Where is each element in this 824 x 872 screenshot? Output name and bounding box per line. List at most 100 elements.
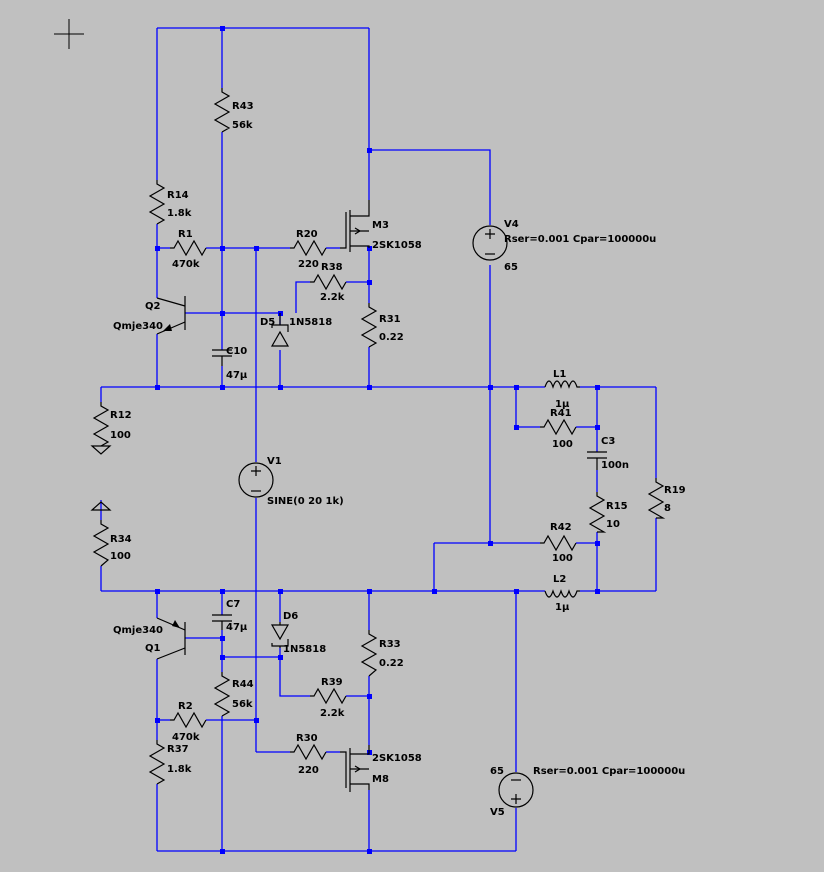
value-r38: 2.2k [320, 292, 345, 303]
resistor-r14[interactable] [148, 180, 166, 225]
transistor-q2[interactable] [156, 296, 186, 335]
source-v5[interactable] [498, 772, 534, 808]
label-l2: L2 [553, 574, 566, 585]
value-l2: 1μ [555, 602, 570, 613]
label-r1: R1 [178, 229, 193, 240]
label-r31: R31 [379, 314, 401, 325]
label-m3: M3 [372, 220, 389, 231]
value-v4: Rser=0.001 Cpar=100000u [504, 234, 656, 245]
diode-d6[interactable] [270, 622, 290, 648]
value-r31: 0.22 [379, 332, 404, 343]
value-r37: 1.8k [167, 764, 192, 775]
value-r44: 56k [232, 699, 253, 710]
resistor-r43[interactable] [213, 88, 231, 133]
inductor-l1[interactable] [544, 380, 580, 389]
value-r41: 100 [552, 439, 573, 450]
label-l1: L1 [553, 369, 566, 380]
label-r41: R41 [550, 408, 572, 419]
value-r43: 56k [232, 120, 253, 131]
resistor-r39[interactable] [310, 687, 347, 705]
resistor-r34[interactable] [90, 501, 112, 567]
label-r20: R20 [296, 229, 318, 240]
mosfet-m3[interactable] [340, 200, 370, 252]
value-r14: 1.8k [167, 208, 192, 219]
label-r12: R12 [110, 410, 132, 421]
value-r19: 8 [664, 503, 671, 514]
label-r43: R43 [232, 101, 254, 112]
label-d5: D5 [260, 317, 275, 328]
label-r37: R37 [167, 744, 189, 755]
resistor-r44[interactable] [213, 672, 231, 717]
value-r2: 470k [172, 732, 200, 743]
label-m8: M8 [372, 774, 389, 785]
label-r33: R33 [379, 639, 401, 650]
value-q1: Qmje340 [113, 625, 163, 636]
value-r30: 220 [298, 765, 319, 776]
value-r12: 100 [110, 430, 131, 441]
resistor-r20[interactable] [290, 239, 327, 257]
label-q2: Q2 [145, 301, 161, 312]
value-m3: 2SK1058 [372, 240, 422, 251]
label-v1: V1 [267, 456, 282, 467]
value-q2: Qmje340 [113, 321, 163, 332]
label-r44: R44 [232, 679, 254, 690]
resistor-r15[interactable] [588, 492, 607, 533]
capacitor-c3[interactable] [587, 451, 607, 470]
resistor-r19[interactable] [647, 478, 666, 519]
source-v1[interactable] [238, 462, 274, 498]
value-c7: 47μ [226, 622, 248, 633]
resistor-r33[interactable] [360, 630, 378, 677]
value-d5: 1N5818 [289, 317, 332, 328]
label-r39: R39 [321, 677, 343, 688]
value-r20: 220 [298, 259, 319, 270]
resistor-r31[interactable] [360, 303, 378, 348]
value-v1: SINE(0 20 1k) [267, 496, 344, 507]
label-c7: C7 [226, 599, 240, 610]
capacitor-c10[interactable] [212, 349, 232, 366]
diode-d5[interactable] [270, 313, 290, 347]
node-v5: 65 [490, 766, 504, 777]
label-r38: R38 [321, 262, 343, 273]
label-r14: R14 [167, 190, 189, 201]
resistor-r30[interactable] [290, 743, 327, 761]
value-r1: 470k [172, 259, 200, 270]
resistor-r37[interactable] [148, 740, 166, 785]
resistor-r1[interactable] [170, 239, 207, 257]
label-v5: V5 [490, 807, 505, 818]
label-c10: C10 [226, 346, 247, 357]
label-r30: R30 [296, 733, 318, 744]
resistor-r42[interactable] [540, 534, 577, 552]
mosfet-m8[interactable] [340, 745, 370, 792]
resistor-r12[interactable] [90, 402, 112, 455]
crosshair-cursor-icon [54, 19, 84, 49]
inductor-l2[interactable] [544, 589, 580, 598]
label-r2: R2 [178, 701, 193, 712]
resistor-r41[interactable] [540, 418, 577, 436]
value-v5: Rser=0.001 Cpar=100000u [533, 766, 685, 777]
value-r42: 100 [552, 553, 573, 564]
label-v4: V4 [504, 219, 519, 230]
resistor-r2[interactable] [170, 711, 207, 729]
value-d6: 1N5818 [283, 644, 326, 655]
component-labels: R43 56k R14 1.8k R1 470k R20 220 M3 2SK1… [110, 101, 686, 818]
value-r15: 10 [606, 519, 620, 530]
node-v4: 65 [504, 262, 518, 273]
value-r33: 0.22 [379, 658, 404, 669]
value-m8: 2SK1058 [372, 753, 422, 764]
source-v4[interactable] [472, 225, 508, 261]
label-c3: C3 [601, 436, 615, 447]
label-r42: R42 [550, 522, 572, 533]
capacitor-c7[interactable] [212, 614, 232, 630]
value-l1: 1μ [555, 399, 570, 410]
label-q1: Q1 [145, 643, 161, 654]
resistor-r38[interactable] [310, 273, 347, 291]
value-r34: 100 [110, 551, 131, 562]
junction-dots [155, 26, 600, 854]
label-d6: D6 [283, 611, 298, 622]
label-r19: R19 [664, 485, 686, 496]
value-c3: 100n [601, 460, 629, 471]
transistor-q1[interactable] [156, 617, 186, 660]
label-r34: R34 [110, 534, 132, 545]
